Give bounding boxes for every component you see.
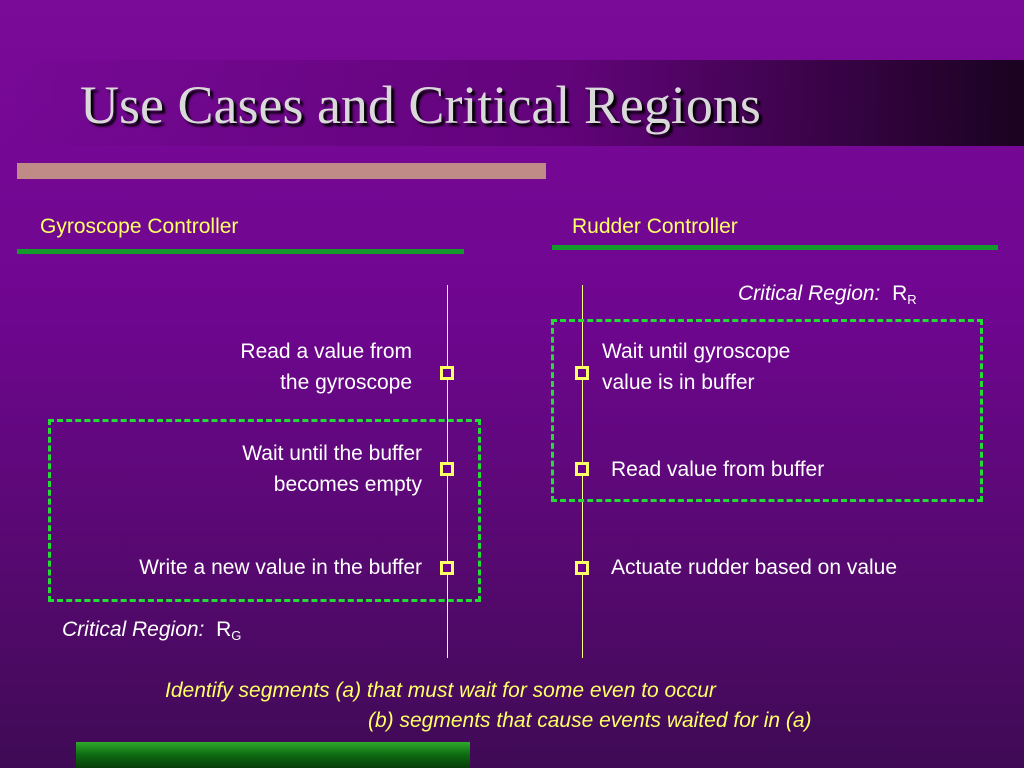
step-text-line: Wait until the buffer (242, 442, 422, 465)
footer-note-line1: Identify segments (a) that must wait for… (165, 679, 716, 702)
step-marker-read-gyroscope (440, 366, 454, 380)
footer-note-line2: (b) segments that cause events waited fo… (368, 709, 812, 732)
critical-region-label-rudder: Critical Region: RR (738, 282, 917, 307)
step-marker-wait-gyroscope-value (575, 366, 589, 380)
region-subscript: R (907, 292, 917, 307)
gyroscope-step-write-buffer: Write a new value in the buffer (139, 556, 422, 579)
critical-region-box-rudder (551, 319, 983, 502)
step-text-line: Wait until gyroscope (602, 340, 791, 363)
critical-region-box-gyroscope (48, 419, 481, 602)
rudder-step-actuate: Actuate rudder based on value (611, 556, 898, 579)
critical-region-text: Critical Region: (738, 282, 881, 305)
rudder-header-underline (552, 245, 998, 250)
critical-region-text: Critical Region: (62, 618, 205, 641)
region-symbol: R (216, 618, 232, 641)
step-text-line: becomes empty (273, 473, 422, 496)
step-marker-write-buffer (440, 561, 454, 575)
critical-region-label-gyroscope: Critical Region: RG (62, 618, 241, 643)
page-title: Use Cases and Critical Regions (80, 75, 761, 135)
step-marker-read-buffer (575, 462, 589, 476)
rudder-controller-header: Rudder Controller (572, 215, 738, 238)
step-text-line: the gyroscope (280, 371, 412, 394)
gyroscope-step-wait-buffer: Wait until the buffer becomes empty (242, 438, 422, 500)
gyroscope-step-read-value: Read a value from the gyroscope (240, 336, 412, 398)
rudder-step-wait-gyroscope: Wait until gyroscope value is in buffer (602, 336, 790, 398)
step-text-line: value is in buffer (602, 371, 755, 394)
gyroscope-controller-header: Gyroscope Controller (40, 215, 239, 238)
region-subscript: G (231, 628, 242, 643)
title-band (0, 60, 1024, 146)
rudder-step-read-buffer: Read value from buffer (611, 458, 825, 481)
step-marker-actuate-rudder (575, 561, 589, 575)
region-symbol: R (892, 282, 908, 305)
step-text-line: Read a value from (240, 340, 412, 363)
title-underline-bar (17, 163, 546, 179)
bottom-decorative-bar (76, 742, 470, 768)
gyroscope-header-underline (17, 249, 464, 254)
step-marker-wait-buffer-empty (440, 462, 454, 476)
